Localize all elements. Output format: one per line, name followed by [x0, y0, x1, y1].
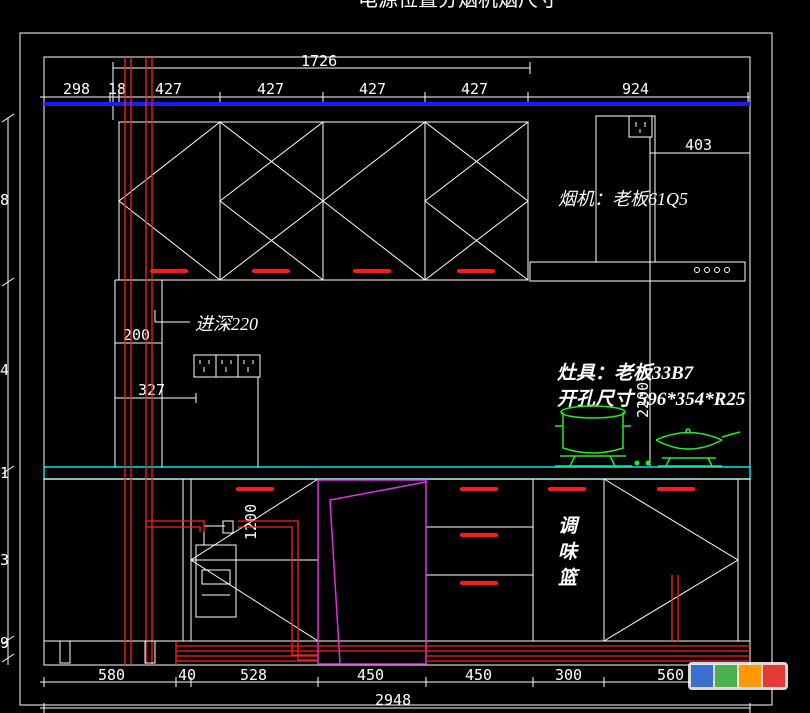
cabinet-handle-icon [460, 533, 498, 537]
stove-note: 灶具：老板33B7 [557, 362, 695, 384]
watermark-logo [688, 662, 788, 690]
dim-403-line [649, 137, 750, 466]
gas-meter-icon [195, 520, 237, 618]
drawing-title: 电源位置分烟机烟尺寸 [358, 0, 558, 11]
dishwasher [317, 479, 427, 665]
upper-cabinet-handles [150, 269, 495, 273]
dim-403: 403 [685, 136, 712, 154]
pot-icon [555, 405, 632, 467]
left-mark-4: 3 [0, 551, 9, 569]
dim-top-4: 427 [257, 80, 284, 98]
pipes [124, 57, 750, 665]
dim-top-6: 427 [461, 80, 488, 98]
triple-socket [193, 354, 261, 468]
base-cabinet-handles [236, 487, 695, 585]
upper-cabinets [118, 120, 529, 282]
wok-icon [655, 428, 741, 467]
cabinet-handle-icon [252, 269, 290, 273]
dim-bottom-7: 560 [657, 666, 684, 684]
cabinet-handle-icon [150, 269, 188, 273]
left-mark-5: 9 [0, 634, 9, 652]
dim-bottom-6: 300 [555, 666, 582, 684]
dim-bottom-total: 2948 [375, 691, 411, 709]
cabinet-handle-icon [457, 269, 495, 273]
range-hood [529, 115, 746, 282]
depth-leader [154, 310, 190, 323]
top-dimension-line [40, 92, 750, 102]
cutout-note: 开孔尺寸 596*354*R25 [557, 388, 746, 410]
dim-top-7: 924 [622, 80, 649, 98]
cabinet-handle-icon [236, 487, 274, 491]
dim-top-1: 298 [63, 80, 90, 98]
left-mark-2: 4 [0, 361, 9, 379]
dim-top-3: 427 [155, 80, 182, 98]
countertop [43, 466, 751, 480]
base-cabinets [43, 478, 751, 642]
inner-frame [43, 56, 751, 666]
stove-knobs [634, 460, 651, 466]
dim-1726: 1726 [301, 52, 337, 70]
dim-bottom-3: 528 [240, 666, 267, 684]
dim-327-line [115, 393, 197, 403]
dim-top-2: 18 [108, 80, 126, 98]
left-mark-3: 1 [0, 464, 9, 482]
seasoning-char-2: 味 [558, 541, 579, 563]
cabinet-handle-icon [548, 487, 586, 491]
cabinet-handle-icon [460, 581, 498, 585]
socket-icon [243, 360, 254, 372]
cabinet-handle-icon [657, 487, 695, 491]
seasoning-char-1: 调 [558, 515, 580, 537]
dim-bottom-4: 450 [357, 666, 384, 684]
dim-2200: 2200 [634, 382, 652, 418]
socket-icon [199, 360, 210, 372]
left-mark-1: 8 [0, 191, 9, 209]
dim-top-5: 427 [359, 80, 386, 98]
outer-frame [19, 32, 773, 706]
dim-bottom-2: 40 [178, 666, 196, 684]
left-dimension-line [1, 113, 15, 665]
dim-bottom-1: 580 [98, 666, 125, 684]
seasoning-char-3: 篮 [558, 567, 580, 589]
depth-note: 进深220 [195, 314, 258, 334]
socket-icon [628, 115, 653, 138]
cabinet-handle-icon [353, 269, 391, 273]
cabinet-legs [59, 640, 156, 664]
hood-note: 烟机：老板61Q5 [558, 189, 688, 209]
side-column [114, 279, 163, 468]
dim-1726-line [112, 62, 531, 120]
cabinet-handle-icon [460, 487, 498, 491]
socket-icon [221, 360, 232, 372]
dim-200: 200 [123, 326, 150, 344]
dim-bottom-5: 450 [465, 666, 492, 684]
